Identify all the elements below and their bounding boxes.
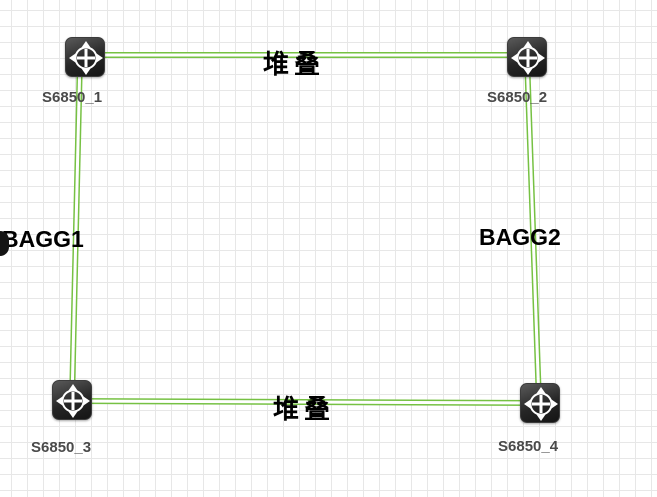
link-right-line-core — [525, 56, 541, 404]
link-left-line-core — [70, 56, 82, 401]
link-label-stack-bottom: 堆叠 — [273, 394, 336, 424]
link-left-bagg1[interactable] — [69, 56, 83, 401]
switch-4way-arrows-icon — [520, 383, 560, 423]
node-label-s6850-1: S6850_1 — [42, 89, 103, 106]
edge-artifact — [0, 231, 9, 256]
link-label-bagg2: BAGG2 — [479, 224, 561, 250]
switch-4way-arrows-icon — [507, 37, 547, 77]
device-node-s6850-1[interactable] — [65, 37, 105, 77]
link-bottom-line-core — [71, 399, 541, 405]
node-label-s6850-3: S6850_3 — [31, 439, 92, 456]
node-label-s6850-2: S6850_2 — [487, 89, 548, 106]
link-bottom-stack[interactable] — [71, 398, 541, 406]
device-node-s6850-3[interactable] — [52, 380, 92, 420]
switch-4way-arrows-icon — [65, 37, 105, 77]
device-node-s6850-4[interactable] — [520, 383, 560, 423]
link-right-bagg2[interactable] — [524, 56, 542, 404]
link-label-stack-top: 堆叠 — [263, 49, 326, 79]
switch-4way-arrows-icon — [52, 380, 92, 420]
link-label-bagg1: BAGG1 — [2, 226, 84, 252]
device-node-s6850-2[interactable] — [507, 37, 547, 77]
node-label-s6850-4: S6850_4 — [498, 438, 559, 455]
